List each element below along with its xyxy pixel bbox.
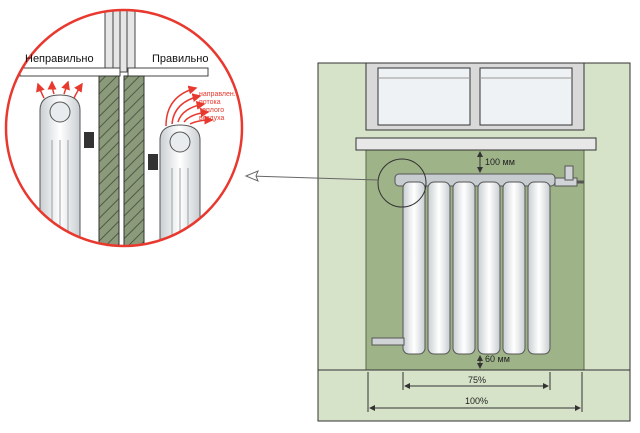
- inlet-pipe: [371, 337, 405, 346]
- detail-pointer: [244, 170, 379, 182]
- dim-window-width-label: 100%: [465, 396, 488, 406]
- radiator-sections: [402, 181, 551, 355]
- dim-window-width: 100%: [367, 372, 583, 412]
- dim-bottom-gap: 60 мм: [477, 354, 510, 369]
- window: [365, 62, 585, 131]
- pointer-arrowhead: [244, 170, 259, 182]
- right-label: Правильно: [152, 53, 208, 65]
- radiator: [371, 165, 584, 355]
- detail-circle-outline: [4, 8, 244, 248]
- wrong-bracket: [84, 132, 94, 148]
- dim-top-gap-label: 100 мм: [485, 157, 515, 167]
- wrong-label: Неправильно: [25, 53, 94, 65]
- window-sill: [355, 137, 597, 151]
- dim-radiator-width-label: 75%: [468, 375, 486, 385]
- wrong-sill: [19, 67, 121, 77]
- wall-elevation: 100 мм 60 мм 75% 100%: [317, 62, 631, 422]
- floor-strip: [317, 369, 631, 422]
- airflow-note-line-1: направлен.: [199, 91, 236, 98]
- airflow-note-line-3: теплого: [199, 107, 224, 114]
- airflow-note-line-4: воздуха: [199, 115, 225, 122]
- detail-view: Неправильно Правильно направлен. потока …: [4, 8, 244, 248]
- wrong-radiator: [39, 94, 94, 241]
- airflow-note: направлен. потока теплого воздуха: [199, 91, 236, 122]
- right-airflow-arrows: [165, 85, 214, 127]
- right-radiator: [148, 124, 201, 241]
- dim-radiator-width: 75%: [402, 372, 551, 390]
- right-sill: [127, 67, 209, 77]
- dim-bottom-gap-label: 60 мм: [485, 354, 510, 364]
- dim-top-gap: 100 мм: [477, 151, 515, 173]
- airflow-note-line-2: потока: [199, 99, 221, 106]
- detail-marker-circle: [377, 158, 427, 208]
- right-bracket: [148, 154, 158, 170]
- wall-section-right: [123, 75, 145, 246]
- wall-section-left: [98, 75, 120, 246]
- wrong-airflow-arrows: [36, 80, 83, 99]
